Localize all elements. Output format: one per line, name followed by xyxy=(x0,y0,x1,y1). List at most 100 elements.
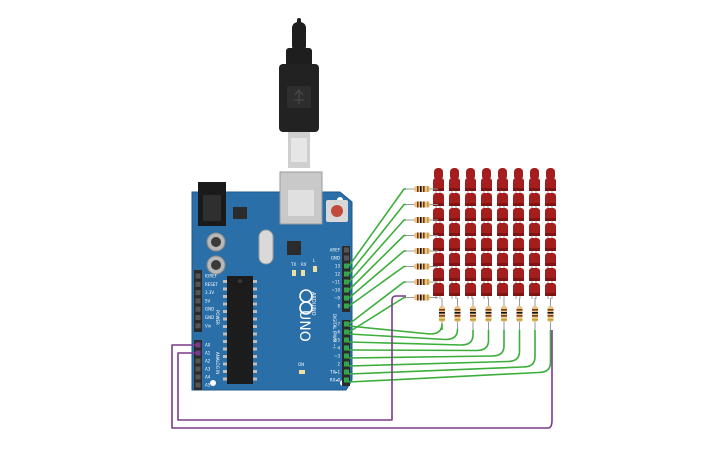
digital-pin[interactable] xyxy=(344,353,349,359)
led[interactable] xyxy=(481,223,492,236)
analog-pin[interactable] xyxy=(195,374,201,380)
led[interactable] xyxy=(545,268,556,281)
resistor[interactable] xyxy=(532,298,538,330)
led[interactable] xyxy=(481,193,492,206)
resistor[interactable] xyxy=(547,298,554,330)
power-pin[interactable] xyxy=(195,290,201,296)
reset-button[interactable] xyxy=(331,205,343,217)
resistor[interactable] xyxy=(501,298,507,330)
led[interactable] xyxy=(497,238,508,251)
column-wire[interactable] xyxy=(348,328,459,341)
led[interactable] xyxy=(529,193,540,206)
led[interactable] xyxy=(545,178,556,191)
analog-wire-a1[interactable] xyxy=(177,295,406,421)
column-wire[interactable] xyxy=(348,330,474,346)
digital-pin[interactable] xyxy=(344,345,349,351)
led[interactable] xyxy=(433,268,444,281)
digital-pin[interactable] xyxy=(344,263,349,269)
led[interactable] xyxy=(513,238,524,251)
power-pin[interactable] xyxy=(195,323,201,329)
analog-pin[interactable] xyxy=(195,382,201,388)
led[interactable] xyxy=(513,178,524,191)
digital-pin[interactable] xyxy=(344,329,349,335)
led[interactable] xyxy=(481,178,492,191)
led[interactable] xyxy=(497,208,508,221)
led[interactable] xyxy=(481,208,492,221)
led[interactable] xyxy=(449,208,460,221)
led[interactable] xyxy=(433,208,444,221)
led[interactable] xyxy=(545,238,556,251)
digital-pin[interactable] xyxy=(344,247,349,253)
column-wire[interactable] xyxy=(348,330,552,383)
row-wire[interactable] xyxy=(348,203,406,275)
resistor[interactable] xyxy=(454,298,461,330)
led[interactable] xyxy=(529,223,540,236)
led[interactable] xyxy=(513,223,524,236)
row-wire[interactable] xyxy=(348,281,406,325)
row-wire[interactable] xyxy=(348,296,406,333)
resistor[interactable] xyxy=(406,217,438,223)
digital-pin[interactable] xyxy=(344,321,349,327)
led[interactable] xyxy=(497,223,508,236)
led[interactable] xyxy=(513,208,524,221)
power-pin[interactable] xyxy=(195,315,201,320)
led[interactable] xyxy=(449,268,460,281)
led[interactable] xyxy=(449,253,460,266)
led[interactable] xyxy=(481,268,492,281)
led[interactable] xyxy=(449,178,460,191)
led[interactable] xyxy=(465,193,476,206)
led-matrix-8x8[interactable] xyxy=(433,168,556,299)
led[interactable] xyxy=(529,283,540,296)
power-pin[interactable] xyxy=(195,273,201,279)
resistor[interactable] xyxy=(485,298,492,330)
led[interactable] xyxy=(465,283,476,296)
power-pin[interactable] xyxy=(195,306,201,312)
column-wire[interactable] xyxy=(348,330,505,359)
row-wire[interactable] xyxy=(348,265,406,307)
led[interactable] xyxy=(529,208,540,221)
led[interactable] xyxy=(513,193,524,206)
led[interactable] xyxy=(465,268,476,281)
usb-cable[interactable] xyxy=(279,18,319,168)
analog-wire-a0[interactable] xyxy=(171,330,553,429)
led[interactable] xyxy=(513,268,524,281)
led[interactable] xyxy=(529,253,540,266)
column-wire[interactable] xyxy=(348,323,443,335)
digital-pins[interactable] xyxy=(344,247,349,383)
led[interactable] xyxy=(545,193,556,206)
led[interactable] xyxy=(545,223,556,236)
led[interactable] xyxy=(545,208,556,221)
led[interactable] xyxy=(481,253,492,266)
led[interactable] xyxy=(449,238,460,251)
led[interactable] xyxy=(465,253,476,266)
power-pin[interactable] xyxy=(195,298,201,304)
analog-pin[interactable] xyxy=(195,358,201,364)
led[interactable] xyxy=(497,178,508,191)
led[interactable] xyxy=(465,223,476,236)
led[interactable] xyxy=(545,283,556,296)
digital-pin[interactable] xyxy=(344,271,349,277)
led[interactable] xyxy=(497,268,508,281)
digital-pin[interactable] xyxy=(344,255,349,261)
led[interactable] xyxy=(545,253,556,266)
digital-pin[interactable] xyxy=(344,295,349,301)
digital-pin[interactable] xyxy=(344,287,349,293)
digital-pin[interactable] xyxy=(344,279,349,285)
row-wire[interactable] xyxy=(348,219,406,283)
led[interactable] xyxy=(449,223,460,236)
led[interactable] xyxy=(449,193,460,206)
led[interactable] xyxy=(433,223,444,236)
led[interactable] xyxy=(481,283,492,296)
resistor[interactable] xyxy=(406,279,438,285)
digital-pin[interactable] xyxy=(344,361,349,367)
power-analog-pins[interactable] xyxy=(195,273,201,388)
analog-pin[interactable] xyxy=(195,342,201,348)
led[interactable] xyxy=(449,283,460,296)
digital-pin[interactable] xyxy=(344,303,349,309)
arduino-uno-board[interactable]: TX RX L ON ARDUINO UNO AREFGND1312~11~10… xyxy=(191,171,353,391)
digital-pin[interactable] xyxy=(344,377,349,383)
analog-pin[interactable] xyxy=(195,350,201,356)
resistor[interactable] xyxy=(406,294,438,301)
resistor[interactable] xyxy=(406,263,438,270)
led[interactable] xyxy=(465,208,476,221)
